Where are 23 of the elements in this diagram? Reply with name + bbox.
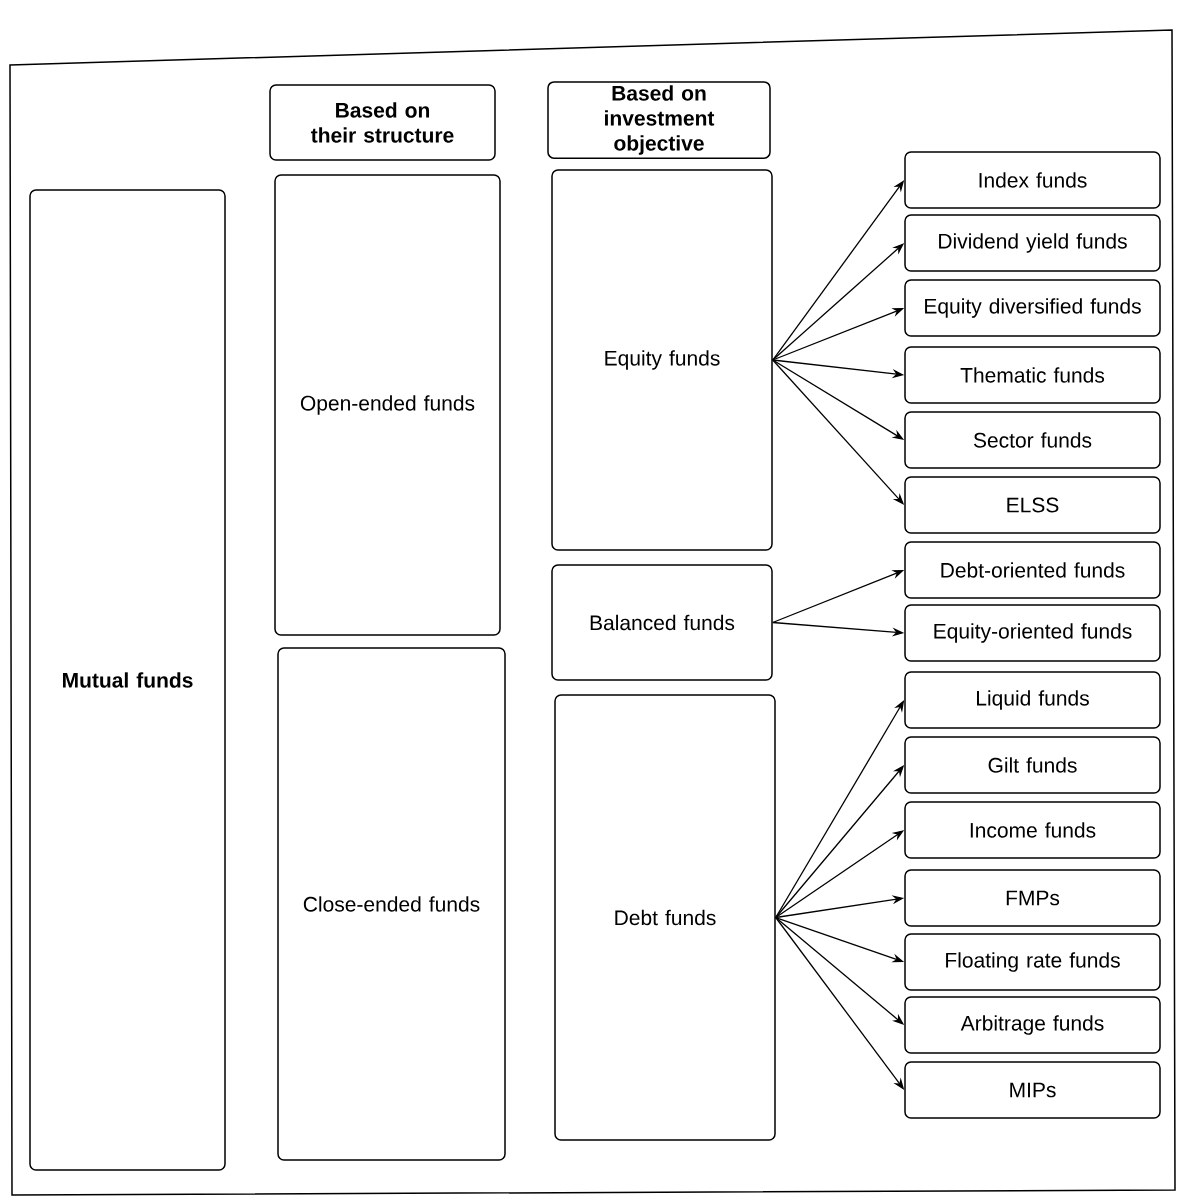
fund-type-box: Liquid funds — [904, 671, 1161, 729]
category-box: Equity funds — [551, 169, 773, 551]
fund-type-box: Floating rate funds — [904, 933, 1161, 991]
fund-type-box: Equity-oriented funds — [904, 604, 1161, 662]
fund-type-box: Dividend yield funds — [904, 214, 1161, 272]
category-box: Debt funds — [554, 694, 776, 1141]
category-box: Open-ended funds — [274, 174, 501, 636]
category-box: Close-ended funds — [277, 647, 506, 1161]
header-box: Based on their structure — [269, 84, 496, 161]
fund-type-box: Thematic funds — [904, 346, 1161, 404]
fund-type-box: Income funds — [904, 801, 1161, 859]
category-box: Balanced funds — [551, 564, 773, 681]
fund-type-box: ELSS — [904, 476, 1161, 534]
category-box: Mutual funds — [29, 189, 226, 1171]
fund-type-box: Debt-oriented funds — [904, 541, 1161, 599]
fund-type-box: FMPs — [904, 869, 1161, 927]
fund-type-box: Index funds — [904, 151, 1161, 209]
fund-type-box: Sector funds — [904, 411, 1161, 469]
fund-type-box: MIPs — [904, 1061, 1161, 1119]
header-box: Based on investment objective — [547, 81, 771, 159]
fund-type-box: Arbitrage funds — [904, 996, 1161, 1054]
fund-type-box: Equity diversified funds — [904, 279, 1161, 337]
fund-type-box: Gilt funds — [904, 736, 1161, 794]
